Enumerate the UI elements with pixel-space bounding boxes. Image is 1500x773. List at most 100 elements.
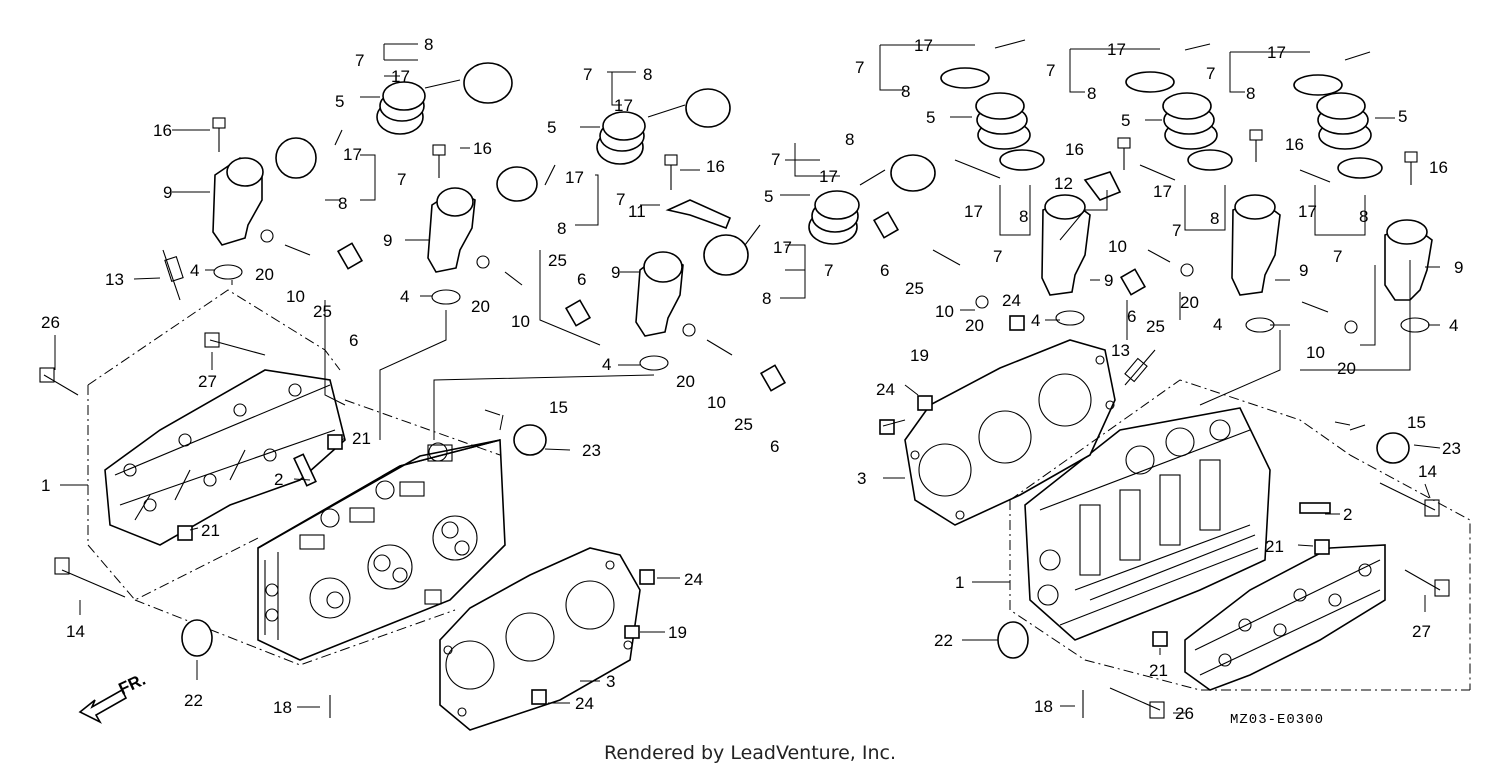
callout-8-h: 8 [1087, 84, 1096, 103]
callout-6-d: 6 [880, 261, 889, 280]
callout-10-f: 10 [1306, 343, 1325, 362]
right-camshaft-holder[interactable] [1184, 544, 1386, 691]
left-camshaft-holder[interactable] [104, 369, 346, 546]
callout-16-a: 16 [153, 121, 172, 140]
callout-20-b: 20 [471, 297, 490, 316]
callout-6-c: 6 [770, 437, 779, 456]
group-outline-lines [87, 289, 1471, 691]
callout-8-k: 8 [1210, 209, 1219, 228]
callout-24-c: 24 [876, 380, 895, 399]
callout-4-d: 4 [1031, 311, 1040, 330]
callout-16-f: 16 [1429, 158, 1448, 177]
callout-16-e: 16 [1285, 135, 1304, 154]
callout-10-d: 10 [935, 302, 954, 321]
callout-23-right: 23 [1442, 439, 1461, 458]
callout-21-a: 21 [352, 429, 371, 448]
callout-7-e: 7 [771, 150, 780, 169]
callout-15-right: 15 [1407, 413, 1426, 432]
callout-8-l: 8 [1359, 207, 1368, 226]
callout-25-a: 25 [313, 302, 332, 321]
callout-13-left: 13 [105, 270, 124, 289]
callout-9-b: 9 [383, 231, 392, 250]
callout-17-h: 17 [1107, 40, 1126, 59]
callout-7-d: 7 [616, 190, 625, 209]
callout-21-c: 21 [1265, 537, 1284, 556]
callout-26-right: 26 [1175, 704, 1194, 723]
callout-8-e: 8 [845, 130, 854, 149]
callout-21-b: 21 [201, 521, 220, 540]
callout-13-right: 13 [1111, 341, 1130, 360]
callout-8-g: 8 [901, 82, 910, 101]
credit-text: Rendered by LeadVenture, Inc. [603, 742, 897, 764]
callout-17-c: 17 [614, 96, 633, 115]
callout-20-f: 20 [1337, 359, 1356, 378]
callout-7-c: 7 [583, 65, 592, 84]
callout-8-b: 8 [338, 194, 347, 213]
callout-4-f: 4 [1449, 316, 1458, 335]
callout-23-left: 23 [582, 441, 601, 460]
front-arrow: FR. [78, 670, 149, 724]
callout-17-d: 17 [565, 168, 584, 187]
callout-16-c: 16 [706, 157, 725, 176]
callout-24-d: 24 [1002, 291, 1021, 310]
left-intake-assembly[interactable] [162, 62, 1430, 392]
callout-20-a: 20 [255, 265, 274, 284]
callout-17-j: 17 [964, 202, 983, 221]
callout-8-i: 8 [1246, 84, 1255, 103]
left-head-gasket[interactable] [439, 547, 641, 731]
callout-18-right: 18 [1034, 697, 1053, 716]
callout-17-a: 17 [391, 67, 410, 86]
callout-16-b: 16 [473, 139, 492, 158]
callout-20-d: 20 [965, 316, 984, 335]
callout-3-right: 3 [857, 469, 866, 488]
callout-22-left: 22 [184, 691, 203, 710]
right-intake-assembly[interactable] [940, 39, 1433, 301]
callout-16-d: 16 [1065, 140, 1084, 159]
right-head-gasket[interactable] [904, 339, 1116, 526]
callout-7-i: 7 [1206, 64, 1215, 83]
callout-9-d: 9 [1104, 271, 1113, 290]
callout-18-left: 18 [273, 698, 292, 717]
callout-10-e: 10 [1108, 237, 1127, 256]
callout-12: 12 [1054, 174, 1073, 193]
callout-10-c: 10 [707, 393, 726, 412]
callout-7-f: 7 [824, 261, 833, 280]
diagram-code: MZ03-E0300 [1230, 712, 1324, 728]
callout-7-g: 7 [855, 58, 864, 77]
callout-7-a: 7 [355, 51, 364, 70]
callout-7-b: 7 [397, 170, 406, 189]
callout-17-l: 17 [1298, 202, 1317, 221]
callout-14-left: 14 [66, 622, 85, 641]
callout-19-right: 19 [910, 346, 929, 365]
callout-7-l: 7 [1333, 247, 1342, 266]
callout-17-b: 17 [343, 145, 362, 164]
callout-17-g: 17 [914, 36, 933, 55]
callout-7-h: 7 [1046, 61, 1055, 80]
callout-25-c: 25 [734, 415, 753, 434]
callout-27-left: 27 [198, 372, 217, 391]
callout-1-right: 1 [955, 573, 964, 592]
callout-6-a: 6 [349, 331, 358, 350]
callout-14-right: 14 [1418, 462, 1437, 481]
callout-8-c: 8 [643, 65, 652, 84]
callout-4-e: 4 [1213, 315, 1222, 334]
callout-4-c: 4 [602, 355, 611, 374]
callout-9-a: 9 [163, 183, 172, 202]
callout-2-right: 2 [1343, 505, 1352, 524]
callout-17-e: 17 [819, 167, 838, 186]
callout-10-b: 10 [511, 312, 530, 331]
callout-25-d: 25 [905, 279, 924, 298]
callout-9-e: 9 [1299, 261, 1308, 280]
callout-24-a: 24 [684, 570, 703, 589]
leader-lines [54, 43, 1441, 714]
callout-8-f: 8 [762, 289, 771, 308]
callout-5-c: 5 [764, 187, 773, 206]
left-cylinder-head[interactable] [257, 438, 506, 661]
right-cylinder-head[interactable] [1024, 407, 1271, 641]
callout-5-d: 5 [926, 108, 935, 127]
callout-25-e: 25 [1146, 317, 1165, 336]
small-parts[interactable] [39, 315, 1450, 719]
callout-5-e: 5 [1121, 111, 1130, 130]
callout-17-k: 17 [1153, 182, 1172, 201]
